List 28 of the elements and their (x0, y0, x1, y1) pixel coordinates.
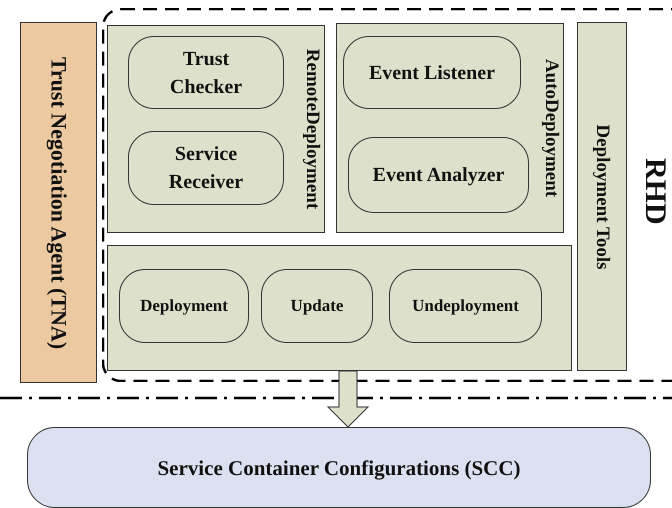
panel-title: AutoDeployment (540, 58, 562, 198)
group-panel (107, 25, 325, 233)
module-label: Deployment (140, 295, 228, 317)
module-label: Undeployment (412, 295, 519, 317)
module-box (261, 269, 373, 343)
module-box (128, 131, 284, 205)
module-label: Trust Checker (168, 46, 244, 100)
module-label: Service Receiver (168, 142, 244, 195)
group-panel (107, 245, 572, 371)
module-label: Event Listener (368, 60, 496, 86)
agent-title: Trust Negotiation Agent (TNA) (46, 56, 72, 349)
module-box (119, 269, 249, 343)
base-layer-box (27, 427, 651, 508)
panel-title: RemoteDeployment (301, 48, 323, 210)
agent-bar (20, 22, 97, 383)
module-label: Event Analyzer (372, 163, 504, 188)
module-box (343, 36, 521, 109)
tool-bar (577, 22, 627, 371)
dashed-region (102, 8, 672, 382)
module-box (128, 36, 284, 109)
panel-title: Deployment Tools (591, 124, 613, 270)
region-title: RHD (638, 158, 672, 225)
module-box (348, 137, 529, 213)
block-arrow (326, 370, 370, 428)
group-panel (336, 23, 564, 233)
module-box (389, 269, 542, 343)
module-label: Service Container Configurations (SCC) (157, 455, 520, 482)
module-label: Update (290, 295, 344, 317)
